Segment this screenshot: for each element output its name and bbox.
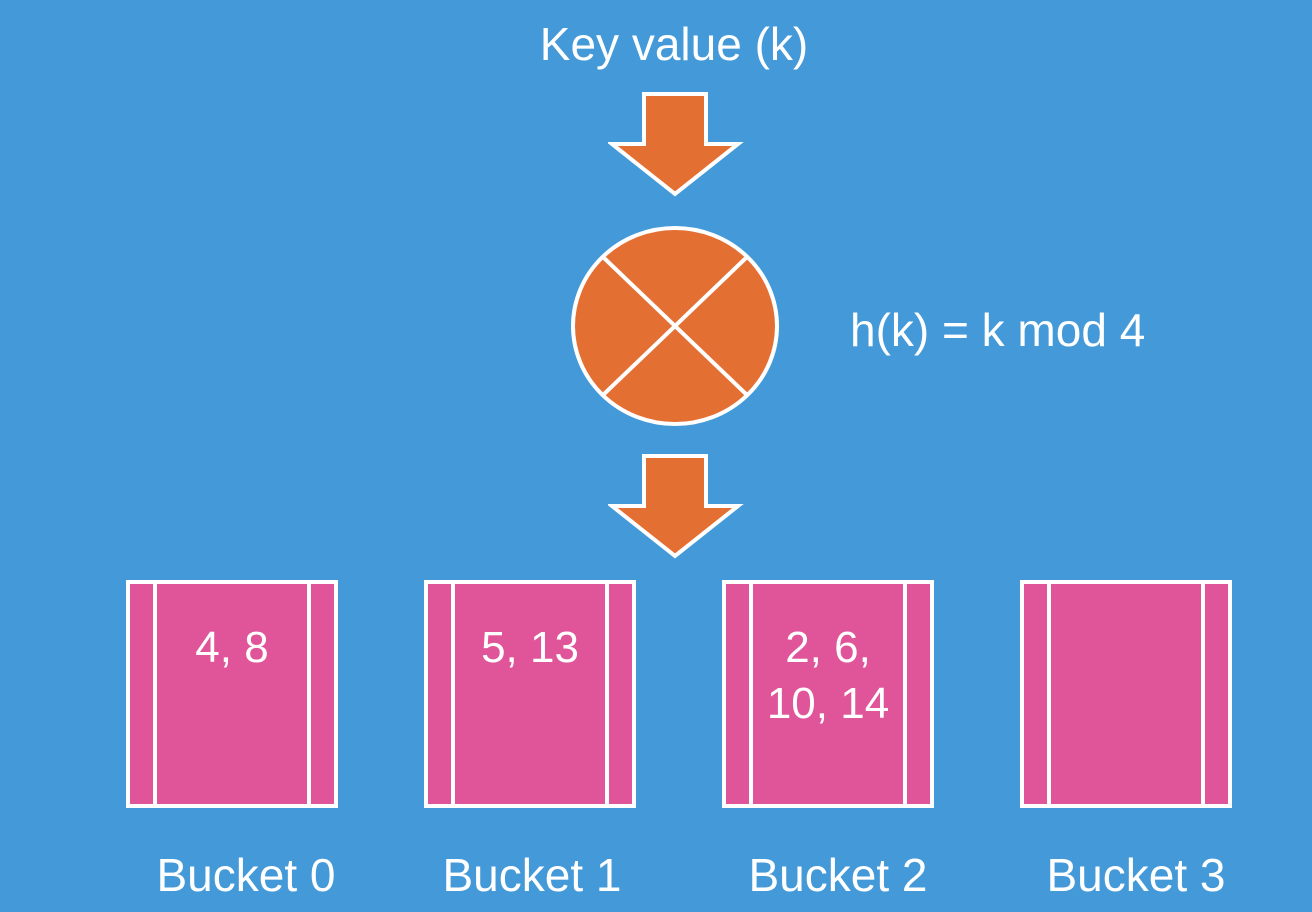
- down-arrow-icon: [608, 92, 744, 197]
- bucket-3: [1020, 580, 1232, 810]
- bucket-1-contents: 5, 13: [481, 623, 579, 672]
- bucket-0-box: [126, 580, 338, 808]
- bucket-0-label: Bucket 0: [156, 849, 336, 901]
- bucket-1: 5, 13: [424, 580, 636, 810]
- bucket-0-contents: 4, 8: [195, 623, 269, 672]
- bucket-2-contents: 2, 6, 10, 14: [766, 623, 890, 728]
- bucket-1-label: Bucket 1: [442, 849, 622, 901]
- bucket-2: 2, 6, 10, 14: [722, 580, 934, 810]
- down-arrow-icon: [608, 454, 744, 559]
- bucket-1-box: [424, 580, 636, 808]
- bucket-3-box: [1020, 580, 1232, 808]
- hash-function-circle-icon: [571, 226, 779, 426]
- key-value-title: Key value (k): [539, 18, 809, 70]
- bucket-2-box: [722, 580, 934, 808]
- bucket-0: 4, 8: [126, 580, 338, 810]
- hash-formula: h(k) = k mod 4: [850, 304, 1146, 356]
- bucket-2-label: Bucket 2: [748, 849, 928, 901]
- bucket-3-label: Bucket 3: [1046, 849, 1226, 901]
